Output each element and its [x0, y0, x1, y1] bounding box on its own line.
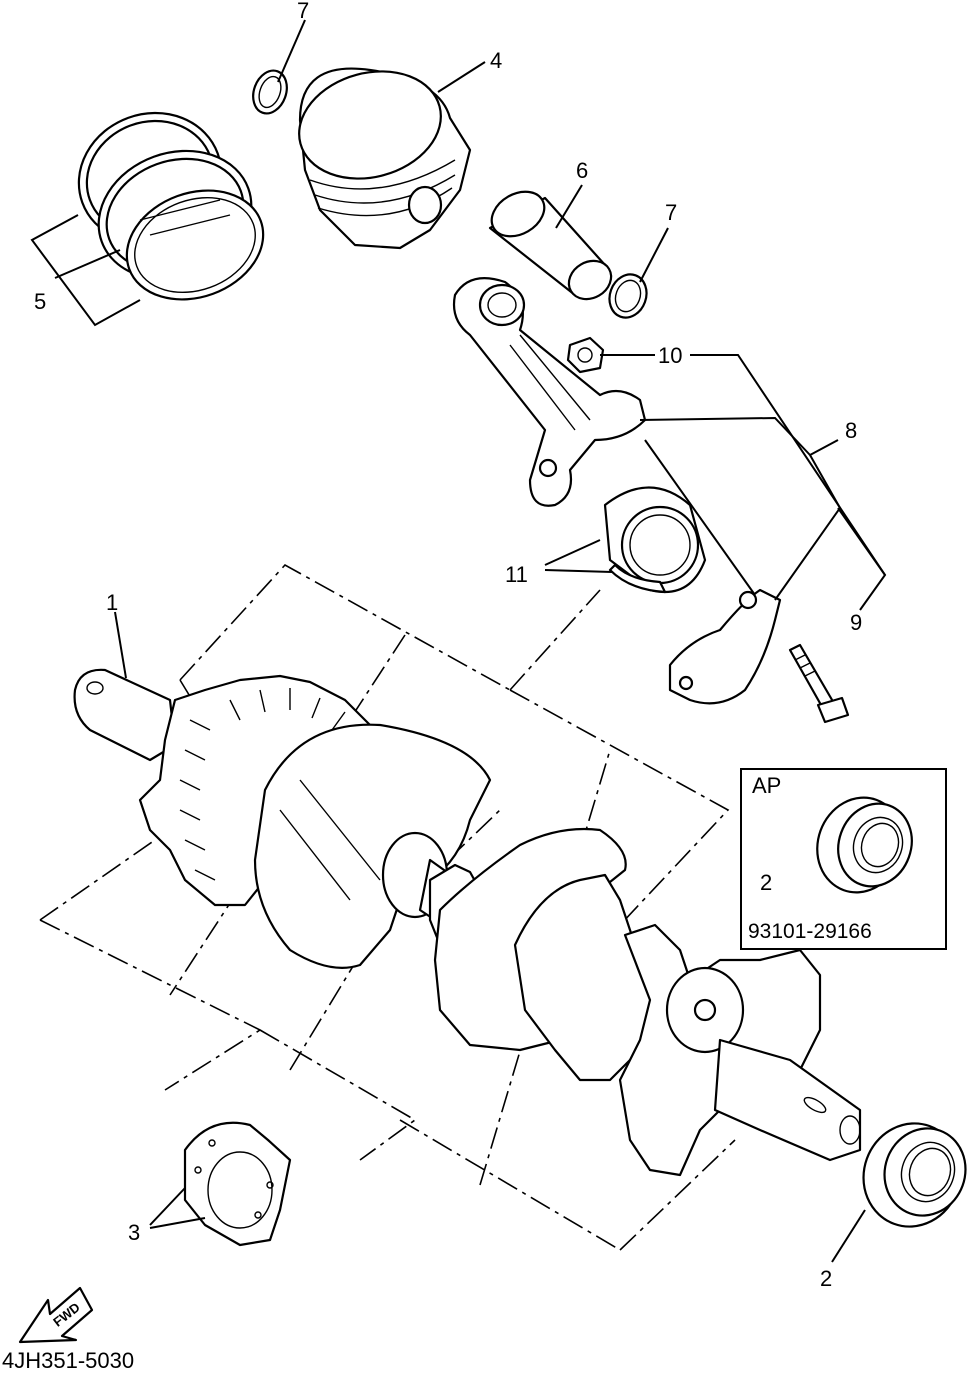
piston-rings	[77, 111, 265, 301]
callout-2-seal: 2	[820, 1266, 832, 1291]
connecting-rod	[452, 277, 647, 507]
connecting-rod-cap	[668, 588, 782, 705]
inset-part-number: 93101-29166	[748, 920, 872, 943]
inset-oil-seal	[816, 796, 913, 894]
inset-ap-box: AP 2 93101-29166	[740, 768, 947, 950]
big-end-bearings	[603, 486, 707, 594]
circlip-lower	[608, 273, 648, 319]
diagram-code: 4JH351-5030	[2, 1348, 134, 1373]
rod-nut	[566, 336, 605, 374]
callout-7-upper: 7	[297, 0, 309, 23]
callout-1: 1	[106, 590, 118, 615]
inset-label: AP	[752, 773, 781, 798]
callout-10: 10	[658, 343, 682, 368]
rod-bolt	[788, 643, 850, 724]
callout-4: 4	[490, 48, 502, 73]
circlip-upper	[252, 69, 288, 115]
callout-6: 6	[576, 158, 588, 183]
callout-3: 3	[128, 1220, 140, 1245]
piston-pin	[488, 190, 613, 301]
callout-5: 5	[34, 289, 46, 314]
main-bearing	[183, 1121, 292, 1247]
callout-8: 8	[845, 418, 857, 443]
oil-seal	[862, 1122, 967, 1228]
callout-7-lower: 7	[665, 200, 677, 225]
callout-2-inset: 2	[760, 870, 772, 895]
crankshaft	[73, 668, 862, 1177]
callout-9: 9	[850, 610, 862, 635]
callout-11: 11	[505, 562, 528, 587]
piston	[298, 67, 472, 250]
fwd-arrow-icon: FWD	[18, 1286, 94, 1344]
